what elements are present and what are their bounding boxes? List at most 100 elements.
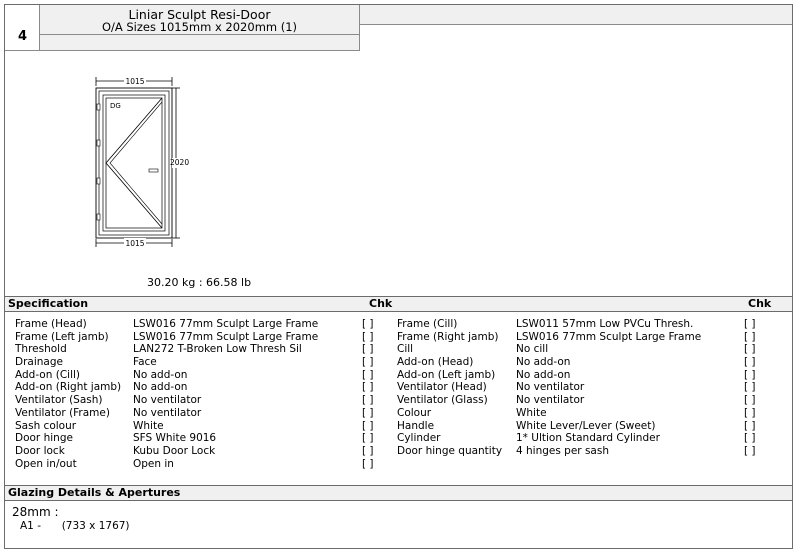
check-box[interactable]: [ ] [362, 356, 374, 369]
check-box[interactable]: [ ] [744, 368, 756, 381]
product-title: Liniar Sculpt Resi-Door [128, 7, 271, 22]
spec-value: LSW016 77mm Sculpt Large Frame [516, 330, 702, 343]
spec-label: Ventilator (Head) [397, 381, 487, 394]
hinge [96, 139, 101, 147]
spec-value: LAN272 T-Broken Low Thresh Sil [133, 343, 302, 356]
check-box[interactable]: [ ] [744, 394, 756, 407]
check-box[interactable]: [ ] [362, 457, 374, 470]
handle [148, 168, 159, 173]
spec-value: No cill [516, 343, 549, 356]
check-box[interactable]: [ ] [362, 343, 374, 356]
spec-value: Open in [133, 457, 174, 470]
door-elevation-drawing: 1015 DG 2020 1015 [95, 75, 192, 248]
check-box[interactable]: [ ] [362, 381, 374, 394]
bottom-width-label: 1015 [125, 239, 144, 248]
spec-row: Ventilator (Frame) No ventilator [ ] [15, 407, 385, 420]
check-box[interactable]: [ ] [744, 343, 756, 356]
spec-label: Cill [397, 343, 414, 356]
check-box[interactable]: [ ] [744, 381, 756, 394]
product-sizes: O/A Sizes 1015mm x 2020mm (1) [101, 20, 298, 34]
spec-row: Frame (Cill)LSW011 57mm Low PVCu Thresh.… [397, 318, 777, 331]
check-box[interactable]: [ ] [362, 394, 374, 407]
spec-row: Add-on (Left jamb)No add-on[ ] [397, 369, 777, 382]
spec-value: LSW011 57mm Low PVCu Thresh. [516, 318, 694, 330]
check-box[interactable]: [ ] [744, 406, 756, 419]
check-box[interactable]: [ ] [362, 419, 374, 432]
spec-row: Frame (Head)LSW016 77mm Sculpt Large Fra… [15, 318, 385, 331]
title-cell: Liniar Sculpt Resi-Door O/A Sizes 1015mm… [40, 5, 360, 35]
check-box[interactable]: [ ] [744, 432, 756, 445]
spec-value: No add-on [516, 356, 571, 369]
spec-left-column: Frame (Head)LSW016 77mm Sculpt Large Fra… [15, 318, 385, 470]
opening-indicator [105, 97, 163, 229]
spec-value: White [516, 406, 547, 419]
item-number-cell: 4 [5, 5, 40, 51]
spec-row: Sash colour White [ ] [15, 420, 385, 433]
check-box[interactable]: [ ] [744, 444, 756, 457]
spec-label: Add-on (Right jamb) [15, 381, 122, 394]
spec-label: Handle [397, 419, 435, 432]
check-box[interactable]: [ ] [362, 330, 374, 343]
spec-label: Sash colour [15, 419, 77, 432]
spec-row: Ventilator (Sash) No ventilator [ ] [15, 394, 385, 407]
check-box[interactable]: [ ] [362, 444, 374, 457]
spec-row: Ventilator (Head) No ventilator [ ] [397, 381, 777, 394]
spec-row: Threshold LAN272 T-Broken Low Thresh Sil [… [15, 343, 385, 356]
spec-label: Frame (Head) [15, 318, 87, 330]
spec-label: Door lock [15, 444, 65, 457]
item-number: 4 [18, 29, 28, 44]
spec-value: No ventilator [133, 406, 202, 419]
specification-header: Specification Chk Chk [5, 296, 792, 312]
check-box[interactable]: [ ] [744, 419, 756, 432]
height-label: 2020 [170, 158, 189, 167]
spec-label: Drainage [15, 356, 63, 369]
check-box[interactable]: [ ] [362, 318, 374, 330]
spec-value: No ventilator [516, 394, 585, 407]
glass-pane [105, 97, 163, 229]
spec-label: Frame (Left jamb) [15, 330, 109, 343]
spec-value: No ventilator [133, 394, 202, 407]
spec-label: Colour [397, 406, 432, 419]
glass-label: DG [110, 102, 121, 110]
sash [102, 94, 166, 232]
glazing-item: A1 - (733 x 1767) [20, 520, 130, 532]
glazing-title: Glazing Details & Apertures [8, 486, 181, 499]
check-box[interactable]: [ ] [362, 432, 374, 445]
chk-header-left: Chk [369, 297, 393, 310]
spec-value: No ventilator [516, 381, 585, 394]
hinge [96, 103, 101, 111]
spec-row: Door lock Kubu Door Lock [ ] [15, 445, 385, 458]
spec-label: Add-on (Left jamb) [397, 368, 496, 381]
check-box[interactable]: [ ] [744, 330, 756, 343]
spec-label: Threshold [15, 343, 67, 356]
spec-label: Ventilator (Sash) [15, 394, 103, 407]
specification-title: Specification [8, 297, 89, 310]
check-box[interactable]: [ ] [362, 368, 374, 381]
spec-right-column: Frame (Cill)LSW011 57mm Low PVCu Thresh.… [397, 318, 777, 458]
chk-header-right: Chk [748, 297, 772, 310]
hinge [96, 177, 101, 185]
check-box[interactable]: [ ] [744, 356, 756, 369]
top-width-label: 1015 [125, 77, 144, 86]
glazing-item-code: A1 - [20, 520, 41, 532]
spec-row: Cill No cill [ ] [397, 343, 777, 356]
spec-label: Add-on (Head) [397, 356, 474, 369]
check-box[interactable]: [ ] [744, 318, 756, 330]
glazing-thickness: 28mm : [12, 505, 59, 519]
check-box[interactable]: [ ] [362, 406, 374, 419]
spec-row: Colour White [ ] [397, 407, 777, 420]
title-strip [40, 35, 360, 51]
spec-value: SFS White 9016 [133, 432, 217, 445]
spec-value: 1* Ultion Standard Cylinder [516, 432, 660, 445]
spec-value: White Lever/Lever (Sweet) [516, 419, 656, 432]
spec-label: Open in/out [15, 457, 77, 470]
spec-value: Kubu Door Lock [133, 444, 216, 457]
spec-label: Frame (Right jamb) [397, 330, 499, 343]
outer-frame [95, 87, 173, 239]
spec-value: White [133, 419, 164, 432]
spec-row: Ventilator (Glass) No ventilator [ ] [397, 394, 777, 407]
spec-label: Ventilator (Glass) [397, 394, 488, 407]
spec-label: Ventilator (Frame) [15, 406, 110, 419]
